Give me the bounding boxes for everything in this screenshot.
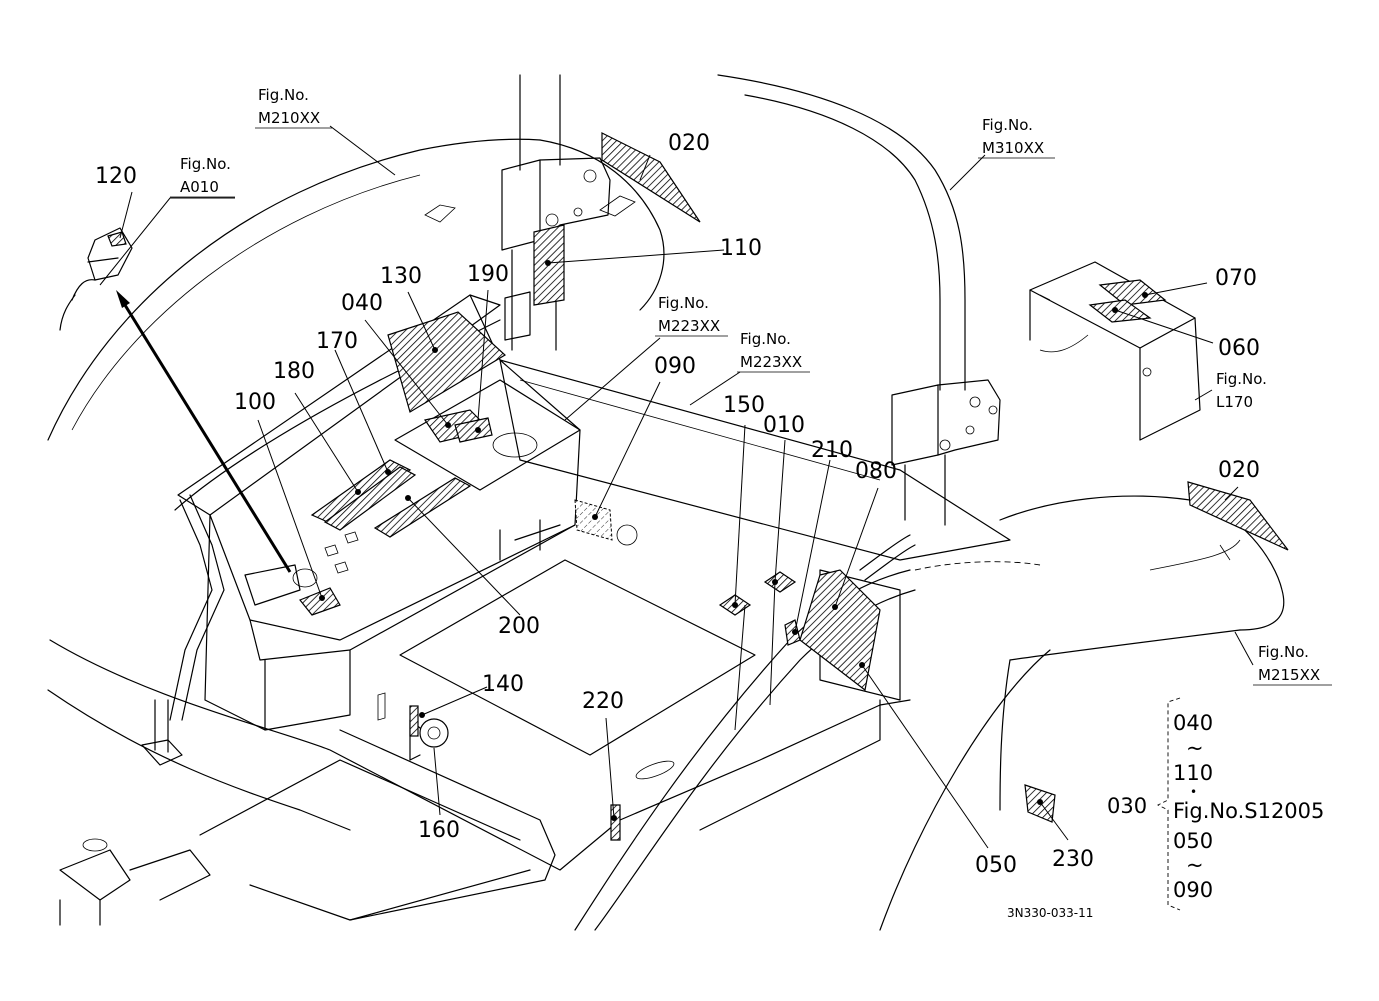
operator-platform	[47, 359, 1011, 931]
decal-080	[799, 569, 881, 692]
callout-120: 120	[95, 164, 137, 189]
callout-020-right: 020	[1218, 458, 1260, 483]
decal-190	[454, 417, 493, 443]
callout-190: 190	[467, 262, 509, 287]
callout-040: 040	[341, 291, 383, 316]
callout-140: 140	[482, 672, 524, 697]
legend-bullet: •	[1190, 785, 1197, 799]
callout-110: 110	[720, 236, 762, 261]
figref-m310-code: M310XX	[982, 139, 1044, 157]
figure-references: Fig.No. A010 Fig.No. M210XX Fig.No. M310…	[170, 86, 1332, 686]
legend-line2: 110	[1173, 761, 1213, 785]
decal-180	[310, 459, 412, 524]
legend-parent: 030	[1107, 794, 1147, 818]
figref-m223a-label: Fig.No.	[658, 294, 709, 312]
figref-m210-code: M210XX	[258, 109, 320, 127]
figref-l170-code: L170	[1216, 393, 1253, 411]
figref-m223b-label: Fig.No.	[740, 330, 791, 348]
figref-m210-label: Fig.No.	[258, 86, 309, 104]
work-lamp	[59, 227, 133, 331]
callout-100: 100	[234, 390, 276, 415]
figref-a010-code: A010	[180, 178, 219, 196]
figref-m310-label: Fig.No.	[982, 116, 1033, 134]
figref-m223a-code: M223XX	[658, 317, 720, 335]
callout-200: 200	[498, 614, 540, 639]
callout-210: 210	[811, 438, 853, 463]
right-rops-frame	[717, 74, 1001, 526]
callout-160: 160	[418, 818, 460, 843]
drawing-number: 3N330-033-11	[1007, 906, 1093, 920]
legend-line1: 040	[1173, 711, 1213, 735]
callout-230: 230	[1052, 847, 1094, 872]
callout-080: 080	[855, 459, 897, 484]
figref-a010-label: Fig.No.	[180, 155, 231, 173]
callout-090: 090	[654, 354, 696, 379]
decal-090	[574, 499, 613, 541]
figref-m223b-code: M223XX	[740, 353, 802, 371]
decal-010	[763, 571, 797, 593]
callout-020-left: 020	[668, 131, 710, 156]
decal-170	[323, 466, 417, 531]
legend-bracket: 030 040 ~ 110 • Fig.No.S12005 050 ~ 090	[1107, 697, 1324, 911]
decal-220	[610, 804, 621, 841]
throttle-knob	[377, 692, 449, 761]
decal-130	[387, 311, 506, 413]
callout-010: 010	[763, 413, 805, 438]
handrail	[141, 319, 916, 766]
legend-tilde2: ~	[1186, 853, 1204, 877]
callout-150: 150	[723, 393, 765, 418]
legend-line4: 050	[1173, 829, 1213, 853]
callout-170: 170	[316, 329, 358, 354]
legend-line3: Fig.No.S12005	[1173, 799, 1324, 823]
lamp-arrow	[116, 290, 292, 573]
figref-l170-label: Fig.No.	[1216, 370, 1267, 388]
operator-console	[177, 294, 581, 731]
legend-line5: 090	[1173, 878, 1213, 902]
leader-lines	[99, 125, 1254, 849]
callout-050: 050	[975, 853, 1017, 878]
figref-m215-code: M215XX	[1258, 666, 1320, 684]
callout-130: 130	[380, 264, 422, 289]
decal-020-right	[1187, 481, 1289, 551]
callout-220: 220	[582, 689, 624, 714]
callout-060: 060	[1218, 336, 1260, 361]
decal-200	[373, 477, 472, 538]
left-fender	[47, 138, 665, 441]
fuse-box-cover	[1029, 261, 1201, 441]
callout-numbers: 120 020 110 130 190 040 170 180 100 090 …	[95, 131, 1260, 878]
legend-tilde1: ~	[1186, 736, 1204, 760]
callout-070: 070	[1215, 266, 1257, 291]
decal-020-left	[601, 132, 701, 223]
decal-070	[1098, 279, 1167, 306]
figref-m215-label: Fig.No.	[1258, 643, 1309, 661]
callout-180: 180	[273, 359, 315, 384]
left-rops-post	[501, 74, 611, 351]
